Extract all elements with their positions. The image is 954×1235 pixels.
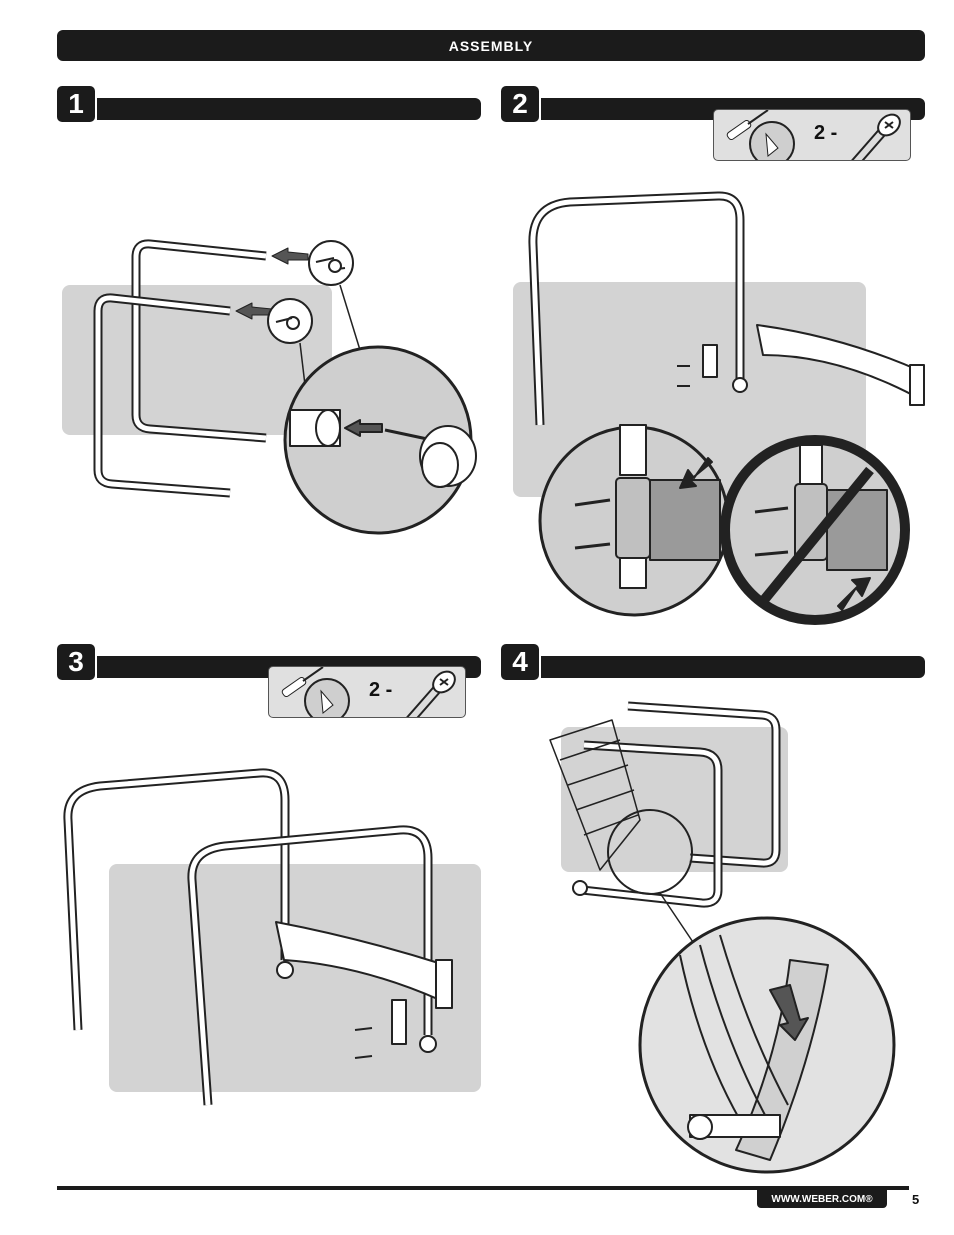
- step-3-bracket: [355, 1000, 406, 1058]
- page-number: 5: [912, 1192, 919, 1207]
- step-1-caster-callouts: [268, 241, 476, 533]
- step-1-leg-frames: [98, 244, 266, 493]
- step-2-bracket: [677, 345, 717, 386]
- website-label: WWW.WEBER.COM®: [757, 1190, 887, 1208]
- step-3-leg-frames: [68, 773, 436, 1105]
- step-2-leg-frame: [533, 196, 747, 425]
- step-2-detail-correct: [540, 425, 728, 615]
- step-2-crossbar: [757, 325, 924, 405]
- step-2-detail-incorrect: [725, 440, 905, 620]
- step-4-leg-frames: [573, 706, 776, 903]
